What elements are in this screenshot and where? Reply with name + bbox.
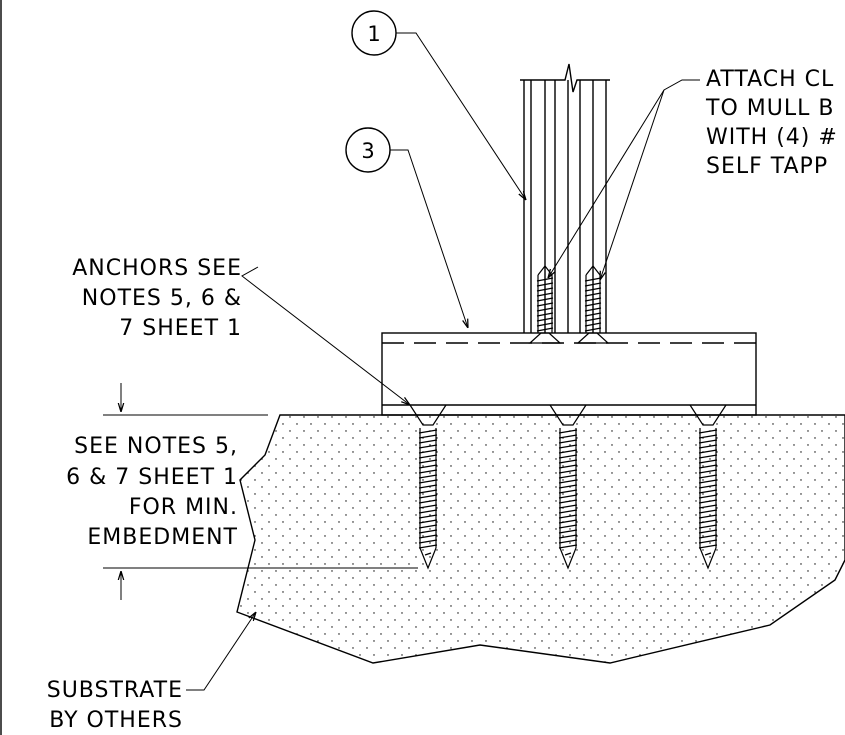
embedment-note: SEE NOTES 5, 6 & 7 SHEET 1 FOR MIN. EMBE…: [66, 434, 238, 550]
attach-clip-note-line-1: ATTACH CL: [706, 67, 834, 92]
embedment-dimension: [103, 383, 418, 600]
substrate-note-line-2: BY OTHERS: [49, 708, 183, 733]
embedment-note-line-1: SEE NOTES 5,: [74, 434, 238, 459]
clip-screw-right: [576, 265, 610, 344]
callout-3: 3: [345, 127, 468, 328]
clip-screw-left: [528, 265, 562, 344]
substrate: [236, 414, 845, 664]
anchors-leader: [241, 266, 410, 405]
attach-clip-leader: [548, 79, 700, 280]
clip-screws: [528, 265, 610, 344]
anchor-screw-center: [549, 404, 587, 570]
embedment-note-line-3: FOR MIN.: [129, 495, 238, 520]
attach-clip-note: ATTACH CL TO MULL B WITH (4) # SELF TAPP: [705, 67, 838, 179]
embedment-note-line-2: 6 & 7 SHEET 1: [66, 465, 238, 490]
callout-3-label: 3: [361, 139, 374, 163]
anchor-screw-right: [689, 404, 727, 570]
substrate-leader: [186, 612, 256, 691]
attach-clip-note-line-4: SELF TAPP: [706, 154, 828, 179]
attach-clip-note-line-2: TO MULL B: [705, 96, 834, 121]
embedment-note-line-4: EMBEDMENT: [87, 525, 238, 550]
substrate-note-line-1: SUBSTRATE: [47, 678, 183, 703]
anchors-note-line-3: 7 SHEET 1: [119, 316, 242, 341]
anchors-note-line-1: ANCHORS SEE: [72, 256, 242, 281]
mullion: [520, 63, 610, 333]
callout-1: 1: [351, 10, 526, 200]
base-clip: [381, 332, 757, 416]
attach-clip-note-line-3: WITH (4) #: [706, 125, 838, 150]
callout-1-label: 1: [367, 22, 380, 46]
anchor-screws: [409, 404, 727, 570]
anchors-note: ANCHORS SEE NOTES 5, 6 & 7 SHEET 1: [72, 256, 242, 341]
anchor-screw-left: [409, 404, 447, 570]
substrate-note: SUBSTRATE BY OTHERS: [47, 678, 183, 733]
anchors-note-line-2: NOTES 5, 6 &: [82, 286, 242, 311]
